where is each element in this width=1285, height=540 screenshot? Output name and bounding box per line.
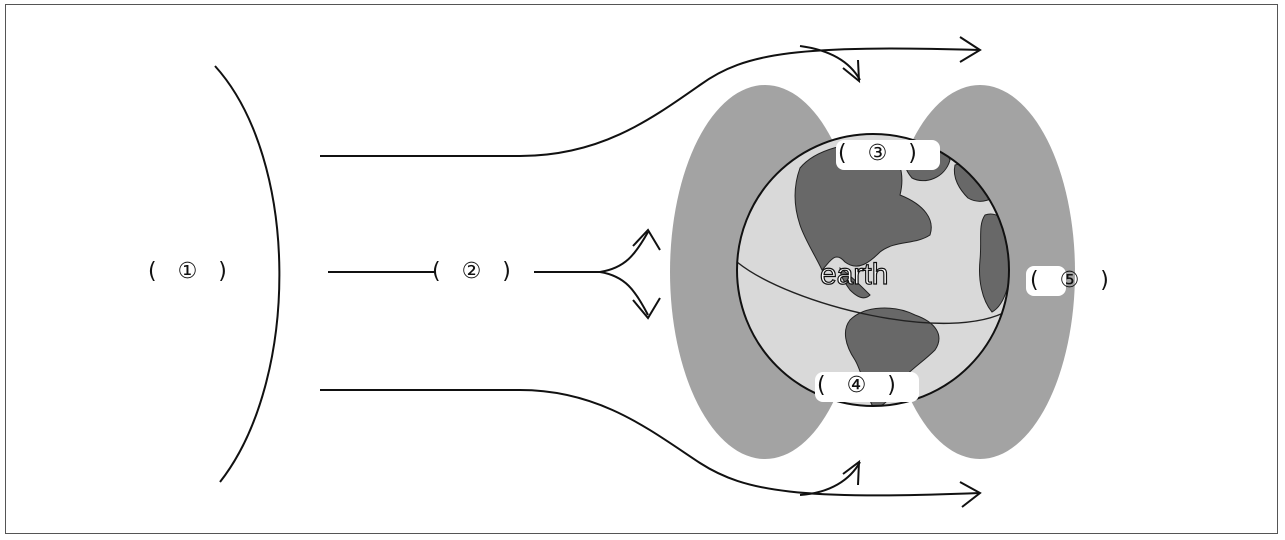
- solar-wind-line-upper: [320, 47, 981, 157]
- arrowhead-split-up: [632, 228, 661, 251]
- solar-wind-line-lower: [320, 389, 981, 497]
- arrowhead-upper-right: [959, 36, 982, 63]
- split-upper-branch: [599, 231, 649, 273]
- label-4: ( ④ ): [817, 373, 896, 398]
- label-1: ( ① ): [148, 259, 227, 284]
- diagram-frame: [5, 4, 1278, 534]
- africa-landmass: [979, 213, 1009, 313]
- label-3-background: [836, 140, 940, 170]
- branch-lower-curve: [799, 461, 861, 496]
- central-america-landmass: [839, 267, 871, 299]
- earth-label: earth: [819, 257, 889, 291]
- arrowhead-split-down: [632, 297, 661, 320]
- bow-shock-arc: [214, 65, 281, 483]
- equator-line: [737, 261, 1009, 325]
- label-4-background: [815, 372, 919, 402]
- branch-upper-curve: [799, 45, 861, 81]
- split-lower-branch: [599, 271, 649, 316]
- label-5: ( ⑤ ): [1030, 268, 1109, 293]
- label-3: ( ③ ): [838, 141, 917, 166]
- arrowhead-upper-down: [842, 59, 861, 84]
- label-2: ( ② ): [432, 259, 511, 284]
- arrowhead-lower-up: [842, 459, 861, 486]
- label-5-background: [1026, 266, 1066, 296]
- arrowhead-lower-right: [959, 481, 982, 508]
